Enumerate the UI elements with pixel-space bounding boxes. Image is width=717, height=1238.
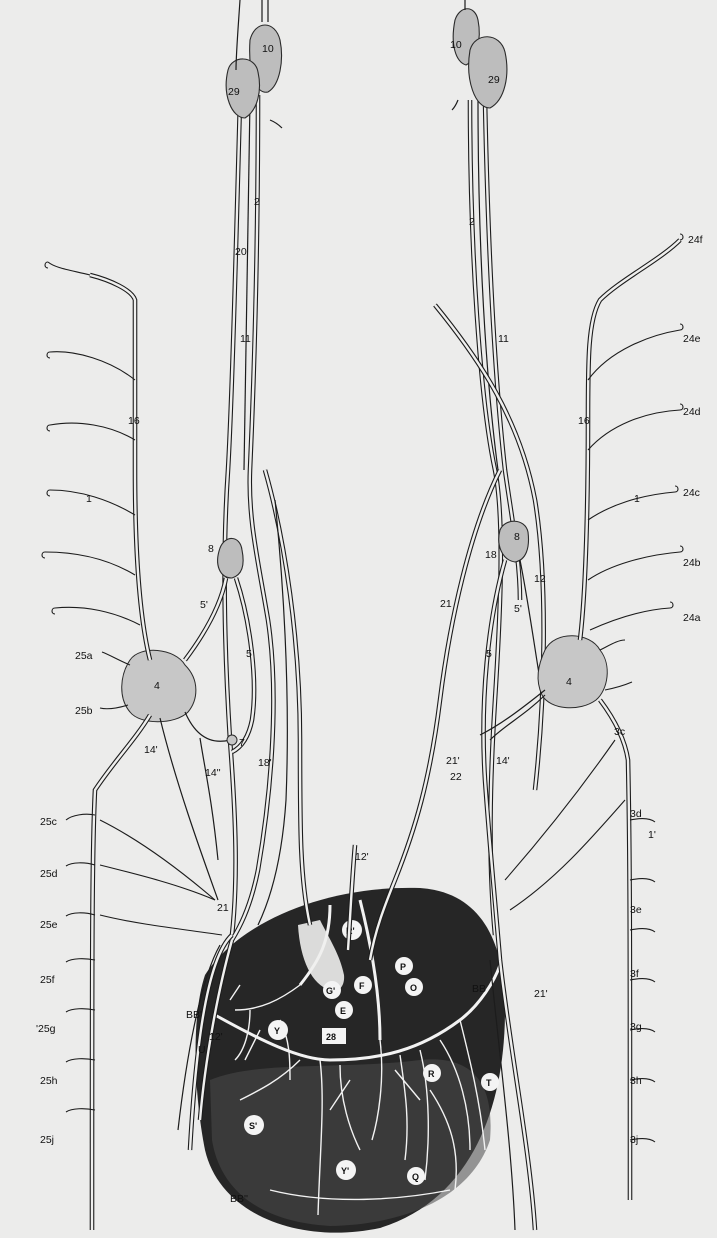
label-l5: 5	[246, 648, 252, 660]
label-r3e: 3e	[630, 904, 642, 916]
label-r21p: 21'	[446, 755, 460, 767]
label-top-left-10: 10	[262, 43, 274, 55]
label-r2: 2	[469, 216, 475, 228]
label-r4: 4	[566, 676, 572, 688]
label-bbp: BB'	[186, 1009, 202, 1021]
label-l2: 2	[254, 196, 260, 208]
badge-sp: S'	[249, 1121, 257, 1131]
badge-p: P	[400, 962, 406, 972]
disc-lower-shade	[210, 1059, 491, 1226]
label-r21pp: 21'	[534, 988, 548, 1000]
badge-t: T	[486, 1078, 492, 1088]
label-top-left-29: 29	[228, 86, 240, 98]
label-l12p: 12'	[209, 1031, 223, 1043]
label-r1p: 1'	[648, 829, 656, 841]
badge-yp: Y'	[341, 1166, 349, 1176]
label-bb: BB	[472, 983, 486, 995]
label-r11: 11	[498, 333, 509, 345]
label-top-right-10: 10	[450, 39, 462, 51]
label-r21: 21	[440, 598, 452, 610]
badge-f: F	[359, 981, 365, 991]
top-right-ganglia	[452, 0, 507, 110]
label-l20: 20	[235, 246, 247, 258]
label-c12p: 12'	[355, 851, 369, 863]
label-u: U	[198, 1044, 206, 1056]
badge-e: E	[340, 1006, 346, 1016]
label-l25c: 25c	[40, 816, 57, 828]
label-l25e: 25e	[40, 919, 58, 931]
label-r24f: 24f	[688, 234, 703, 246]
label-r1: 1	[634, 493, 640, 505]
label-l7: 7	[239, 737, 245, 749]
label-l14pp: 14''	[205, 767, 221, 779]
label-r24d: 24d	[683, 406, 701, 418]
label-l5p: 5'	[200, 599, 208, 611]
label-l25d: 25d	[40, 868, 58, 880]
label-r18: 18	[485, 549, 497, 561]
label-r12: 12	[534, 573, 546, 585]
label-l4: 4	[154, 680, 160, 692]
label-r5: 5	[486, 648, 492, 660]
label-l25f: 25f	[40, 974, 55, 986]
label-l21: 21	[217, 902, 229, 914]
label-l14p: 14'	[144, 744, 158, 756]
label-r8: 8	[514, 531, 520, 543]
label-r3h: 3h	[630, 1075, 642, 1087]
label-l25h: 25h	[40, 1075, 58, 1087]
label-bbpp: BB''	[230, 1193, 248, 1205]
label-l25a: 25a	[75, 650, 93, 662]
top-left-ganglia	[226, 0, 282, 128]
badge-r: R	[428, 1069, 435, 1079]
label-r3j: 3j	[630, 1134, 638, 1146]
label-r24a: 24a	[683, 612, 701, 624]
badge-q: Q	[412, 1172, 419, 1182]
label-l16: 16	[128, 415, 140, 427]
label-l25g: '25g	[36, 1023, 56, 1035]
label-l25b: 25b	[75, 705, 93, 717]
badge-o: O	[410, 983, 417, 993]
label-r3c: 3c	[614, 726, 625, 738]
label-l8: 8	[208, 543, 214, 555]
label-r16: 16	[578, 415, 590, 427]
label-r3d: 3d	[630, 808, 642, 820]
label-r5p: 5'	[514, 603, 522, 615]
label-r22: 22	[450, 771, 462, 783]
badge-28: 28	[326, 1032, 336, 1042]
label-l1: 1	[86, 493, 92, 505]
badge-g: G'	[326, 986, 335, 996]
label-l18p: 18'	[258, 757, 272, 769]
label-l25j: 25j	[40, 1134, 54, 1146]
label-l11: 11	[240, 333, 251, 345]
badge-y: Y	[274, 1026, 280, 1036]
label-r3g: 3g	[630, 1021, 642, 1033]
label-r3f: 3f	[630, 968, 639, 980]
label-r24b: 24b	[683, 557, 701, 569]
label-r24e: 24e	[683, 333, 701, 345]
label-r24c: 24c	[683, 487, 700, 499]
label-top-right-29: 29	[488, 74, 500, 86]
label-r14p: 14'	[496, 755, 510, 767]
